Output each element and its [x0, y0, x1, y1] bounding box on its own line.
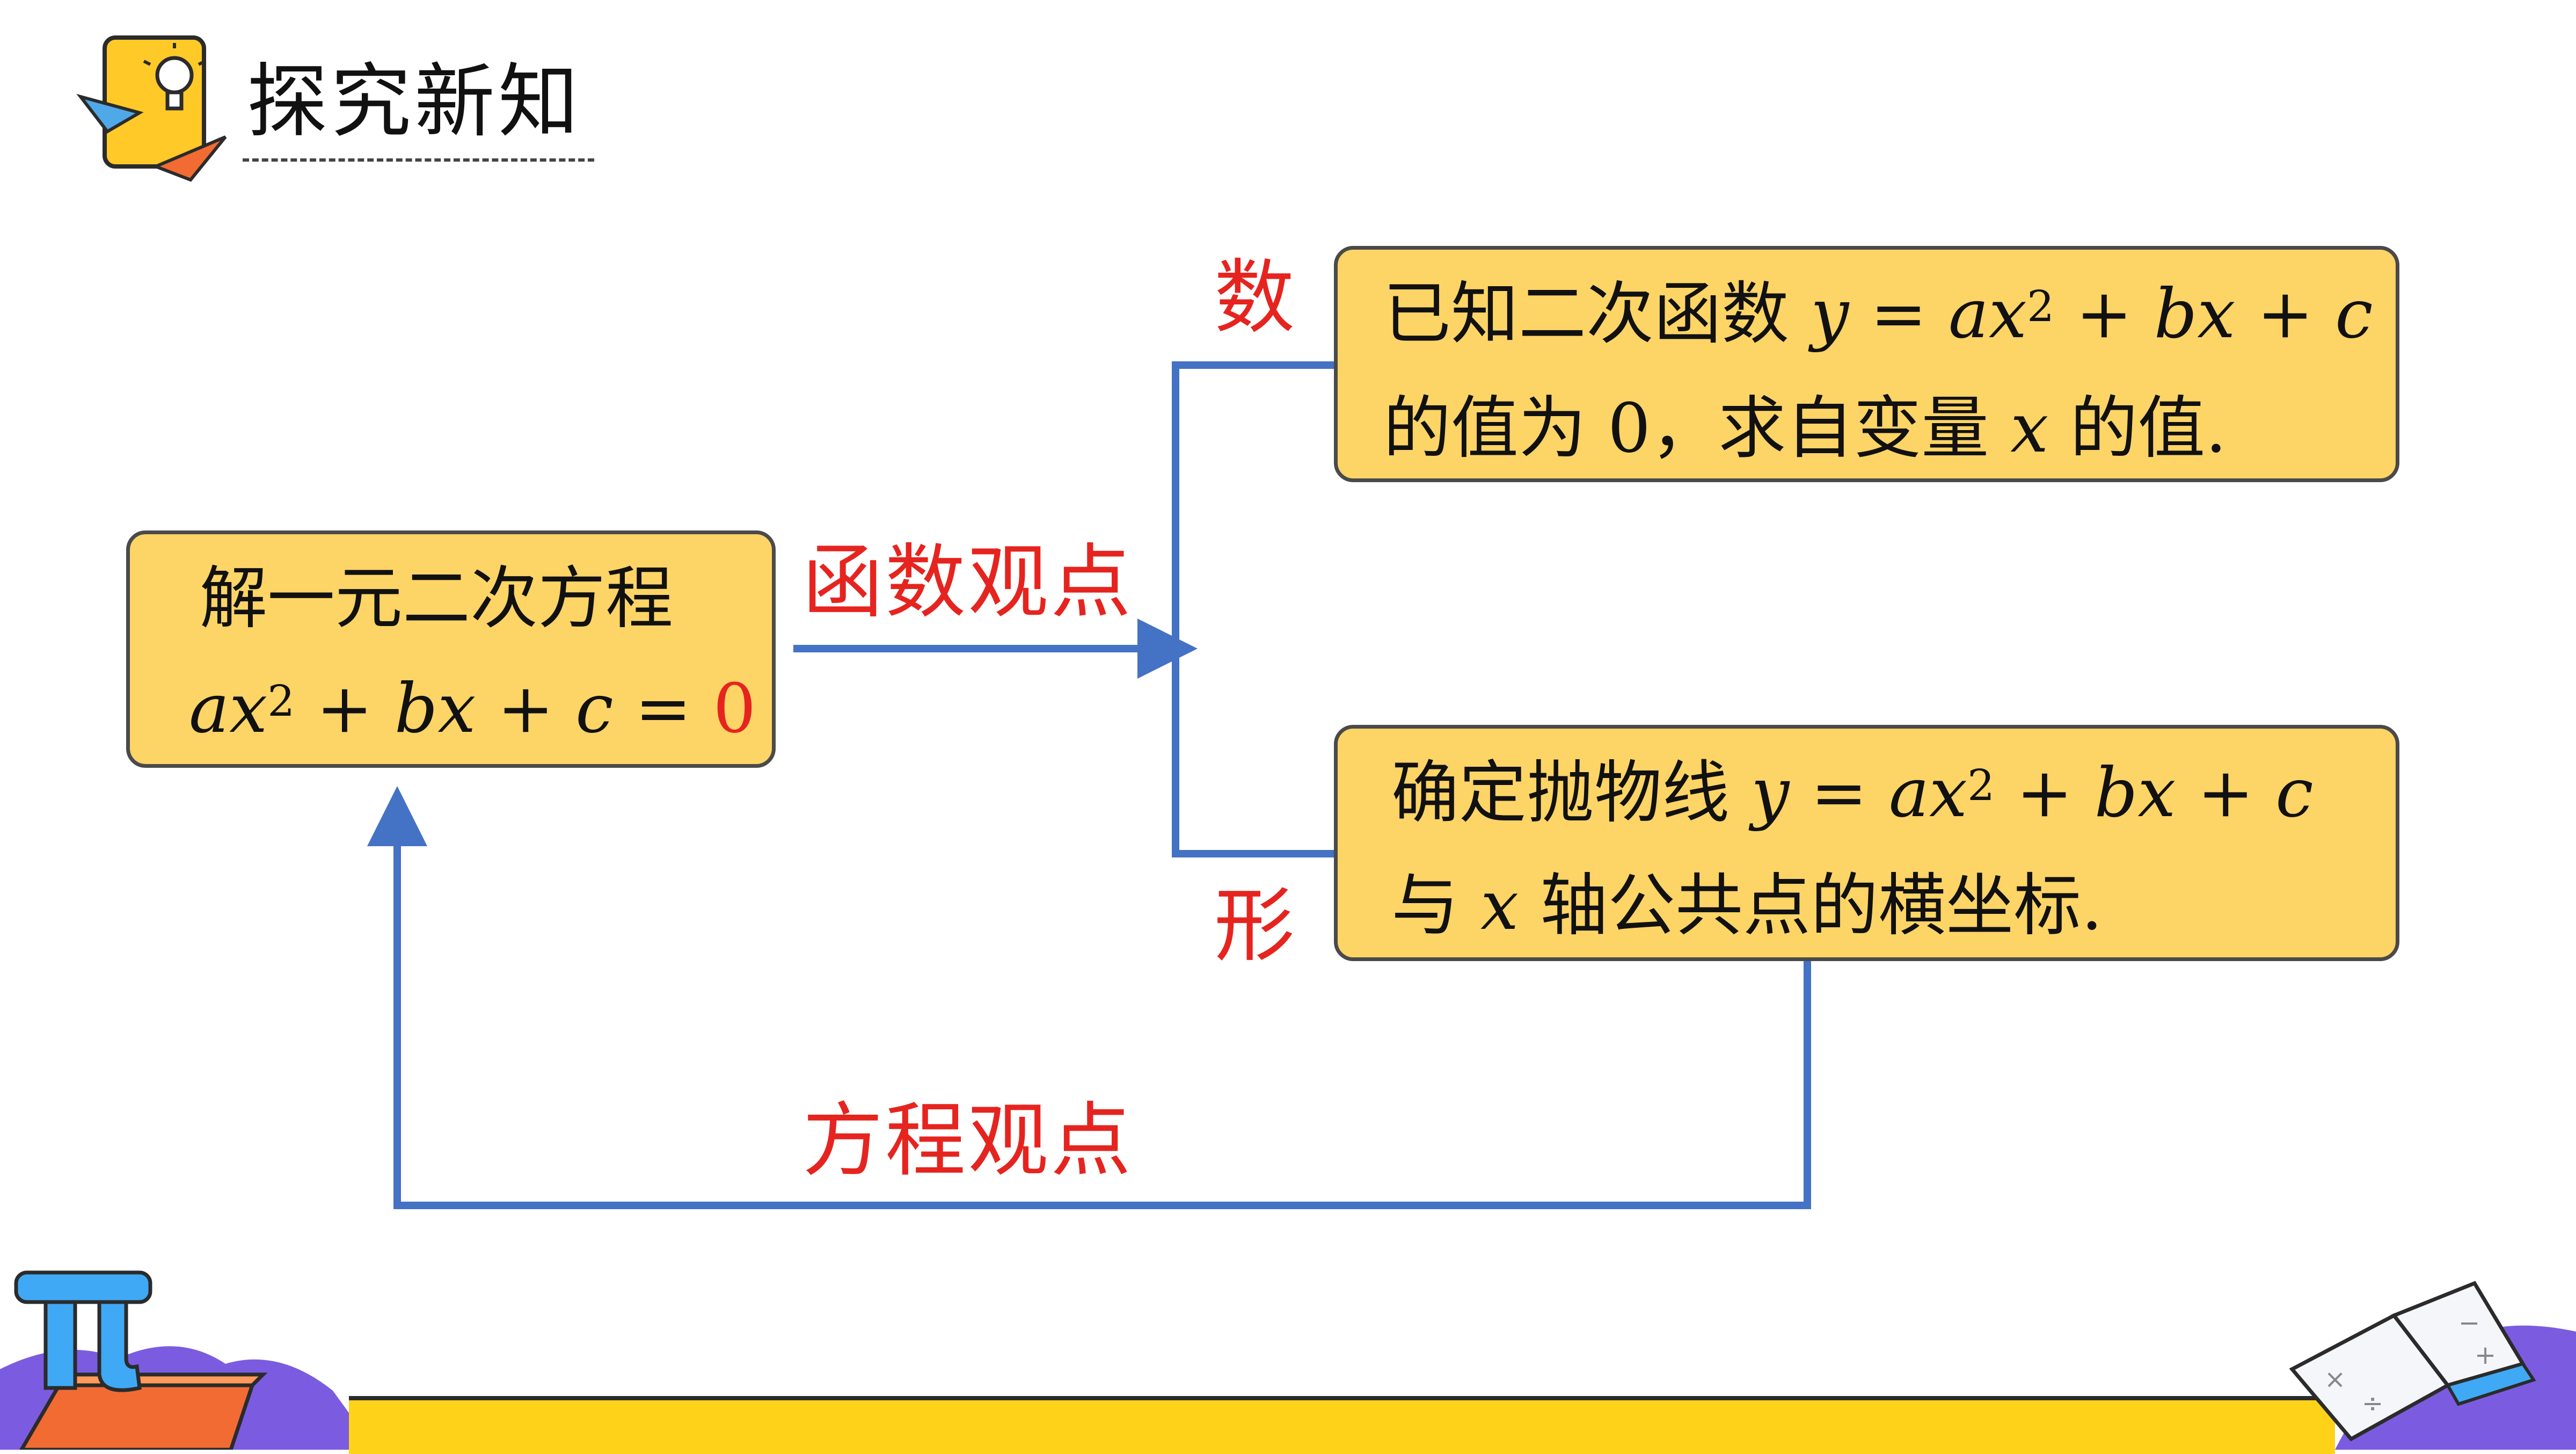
header-lightbulb-icon — [76, 35, 227, 182]
number-label: 数 — [1214, 251, 1297, 345]
svg-text:−: − — [2458, 1308, 2480, 1338]
equation-box-formula: ax2 + bx + c = 0 — [189, 669, 756, 748]
equation-box: 解一元二次方程 ax2 + bx + c = 0 — [126, 530, 776, 768]
parabola-line2: 与 x 轴公共点的横坐标. — [1391, 866, 2103, 945]
equation-view-arrow — [367, 786, 1811, 1209]
function-view-label: 函数观点 — [802, 536, 1134, 629]
footer-left-decoration — [0, 1270, 376, 1450]
bracket — [1172, 361, 1334, 857]
function-value-line2: 的值为 0，求自变量 x 的值. — [1383, 389, 2227, 468]
title-underline — [243, 158, 594, 162]
pi-icon — [14, 1270, 152, 1392]
function-value-line1: 已知二次函数 y = ax2 + bx + c — [1383, 274, 2373, 353]
function-value-box: 已知二次函数 y = ax2 + bx + c 的值为 0，求自变量 x 的值. — [1334, 246, 2399, 482]
footer-right-decoration: × ÷ − + — [2289, 1281, 2576, 1450]
open-book-icon: × ÷ − + — [2289, 1281, 2536, 1442]
paper-plane-icon — [76, 93, 144, 134]
page-title: 探究新知 — [247, 55, 582, 149]
equation-view-label: 方程观点 — [802, 1094, 1134, 1188]
footer-band — [349, 1396, 2335, 1454]
svg-text:×: × — [2324, 1364, 2346, 1394]
shape-label: 形 — [1214, 879, 1297, 973]
svg-text:÷: ÷ — [2362, 1388, 2383, 1419]
svg-text:+: + — [2475, 1340, 2496, 1370]
zero-value: 0 — [713, 669, 756, 748]
parabola-line1: 确定抛物线 y = ax2 + bx + c — [1391, 753, 2314, 832]
parabola-intersection-box: 确定抛物线 y = ax2 + bx + c 与 x 轴公共点的横坐标. — [1334, 725, 2399, 961]
equation-box-title: 解一元二次方程 — [200, 559, 673, 638]
